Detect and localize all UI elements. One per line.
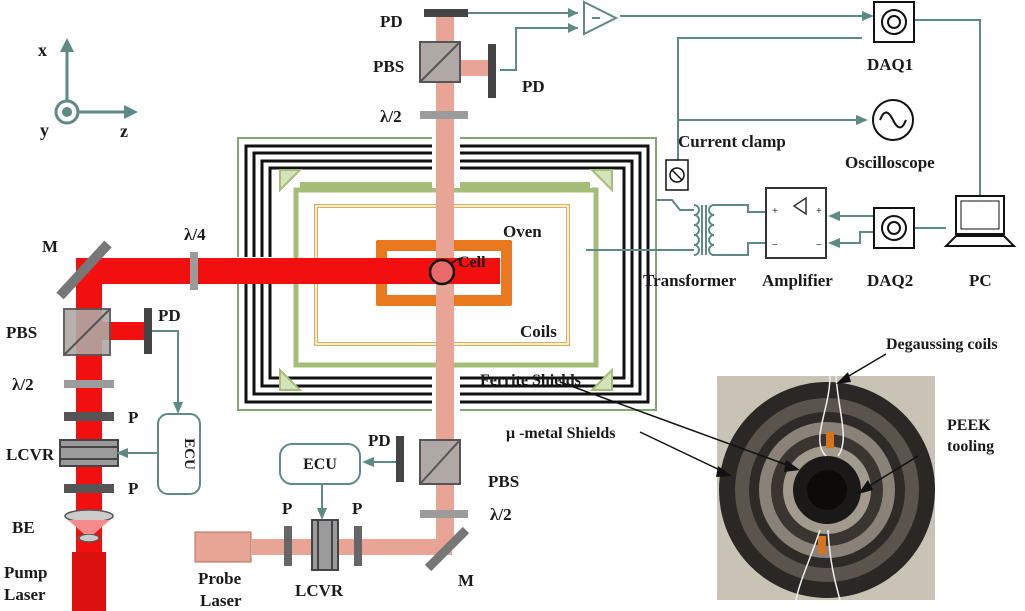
label-pd-top-side: PD — [522, 77, 545, 96]
label-coils: Coils — [520, 322, 557, 341]
label-probe-laser-2: Laser — [200, 591, 242, 610]
axis-z-label: z — [120, 121, 128, 141]
current-clamp — [665, 159, 689, 191]
annotation-arrows — [559, 353, 919, 489]
label-peek-tooling-1: PEEK — [947, 417, 991, 434]
coils — [279, 169, 613, 391]
daq1-device — [873, 1, 915, 43]
label-polarizer-bottom-1: P — [282, 499, 292, 518]
label-pd-left: PD — [158, 306, 181, 325]
svg-text:+: + — [816, 206, 822, 217]
svg-text:+: + — [772, 206, 778, 217]
label-polarizer-left-1: P — [128, 408, 138, 427]
label-pbs-bottom: PBS — [488, 472, 519, 491]
label-mirror-bottom: M — [458, 571, 474, 590]
label-cell: Cell — [458, 254, 486, 271]
label-quarter-wave: λ/4 — [184, 225, 206, 244]
amplifier: + − + − — [765, 187, 827, 259]
label-oven: Oven — [503, 222, 542, 241]
axis-y-label: y — [40, 120, 49, 140]
label-daq2: DAQ2 — [867, 271, 913, 290]
transformer — [693, 204, 715, 256]
label-half-wave-bottom: λ/2 — [490, 505, 512, 524]
label-be: BE — [12, 518, 35, 537]
label-polarizer-left-2: P — [128, 479, 138, 498]
daq2-device — [873, 207, 915, 249]
label-pd-top: PD — [380, 12, 403, 31]
mu-metal-shields — [237, 137, 657, 411]
label-pd-bottom: PD — [368, 431, 391, 450]
degaussing-photo — [717, 375, 935, 601]
ecu-bottom — [279, 443, 361, 485]
label-oscilloscope: Oscilloscope — [845, 153, 935, 172]
bottom-optics — [194, 436, 470, 572]
label-transformer: Transformer — [643, 271, 737, 290]
label-daq1: DAQ1 — [867, 55, 913, 74]
pc-laptop — [943, 195, 1017, 247]
label-amplifier: Amplifier — [762, 271, 833, 290]
label-pump-laser-1: Pump — [4, 563, 47, 582]
axis-x-label: x — [38, 40, 47, 60]
coil-wiring — [586, 199, 766, 256]
label-pc: PC — [969, 271, 992, 290]
label-current-clamp: Current clamp — [678, 132, 786, 151]
label-mu-metal-shields: μ -metal Shields — [506, 425, 616, 442]
label-probe-laser-1: Probe — [198, 569, 242, 588]
label-ecu-left: ECU — [181, 438, 197, 470]
top-detection — [419, 9, 496, 119]
label-half-wave-top: λ/2 — [380, 107, 402, 126]
vapor-cell — [428, 258, 456, 286]
svg-text:−: − — [772, 240, 778, 251]
label-ecu-bottom: ECU — [303, 456, 337, 473]
label-lcvr-left: LCVR — [6, 445, 55, 464]
label-ferrite-shields: Ferrite Shields — [480, 372, 581, 389]
label-pbs-left: PBS — [6, 323, 37, 342]
svg-text:−: − — [816, 240, 822, 251]
balanced-detector-wiring — [468, 12, 981, 195]
label-pump-laser-2: Laser — [4, 585, 46, 604]
label-half-wave-left: λ/2 — [12, 375, 34, 394]
label-mirror-left: M — [42, 237, 58, 256]
axis-indicator: x y z — [38, 38, 138, 141]
label-peek-tooling-2: tooling — [947, 438, 994, 455]
label-pbs-top: PBS — [373, 57, 404, 76]
label-polarizer-bottom-2: P — [352, 499, 362, 518]
oscilloscope-icon — [872, 99, 914, 141]
label-degaussing-coils: Degaussing coils — [886, 336, 998, 353]
label-lcvr-bottom: LCVR — [295, 581, 344, 600]
